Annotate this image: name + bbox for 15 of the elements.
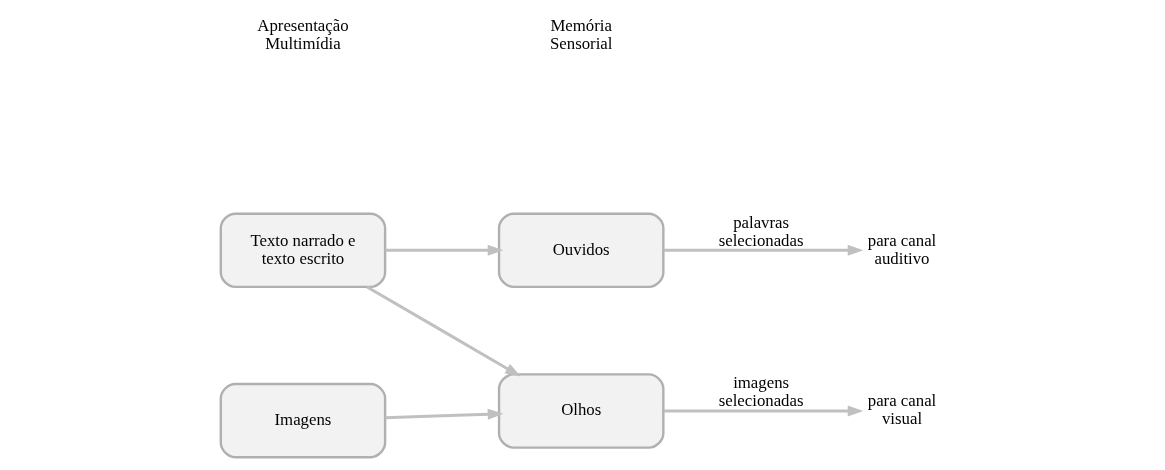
node-box: Olhos: [497, 373, 665, 449]
arrow: [384, 408, 503, 420]
label: Apresentação Multimídia: [256, 16, 349, 54]
node-text: para canal visual: [867, 391, 936, 429]
node-box: Imagens: [219, 382, 386, 459]
arrow: [663, 405, 863, 417]
arrow: [365, 285, 521, 377]
arrow: [663, 244, 863, 256]
label: Memória Sensorial: [549, 16, 612, 54]
edge-label: imagens selecionadas: [718, 373, 804, 411]
arrow: [384, 244, 503, 256]
edge-label: palavras selecionadas: [718, 212, 804, 250]
node-text: para canal auditivo: [867, 230, 936, 268]
node-box: Texto narrado e texto escrito: [219, 212, 386, 289]
node-box: Ouvidos: [497, 212, 665, 289]
